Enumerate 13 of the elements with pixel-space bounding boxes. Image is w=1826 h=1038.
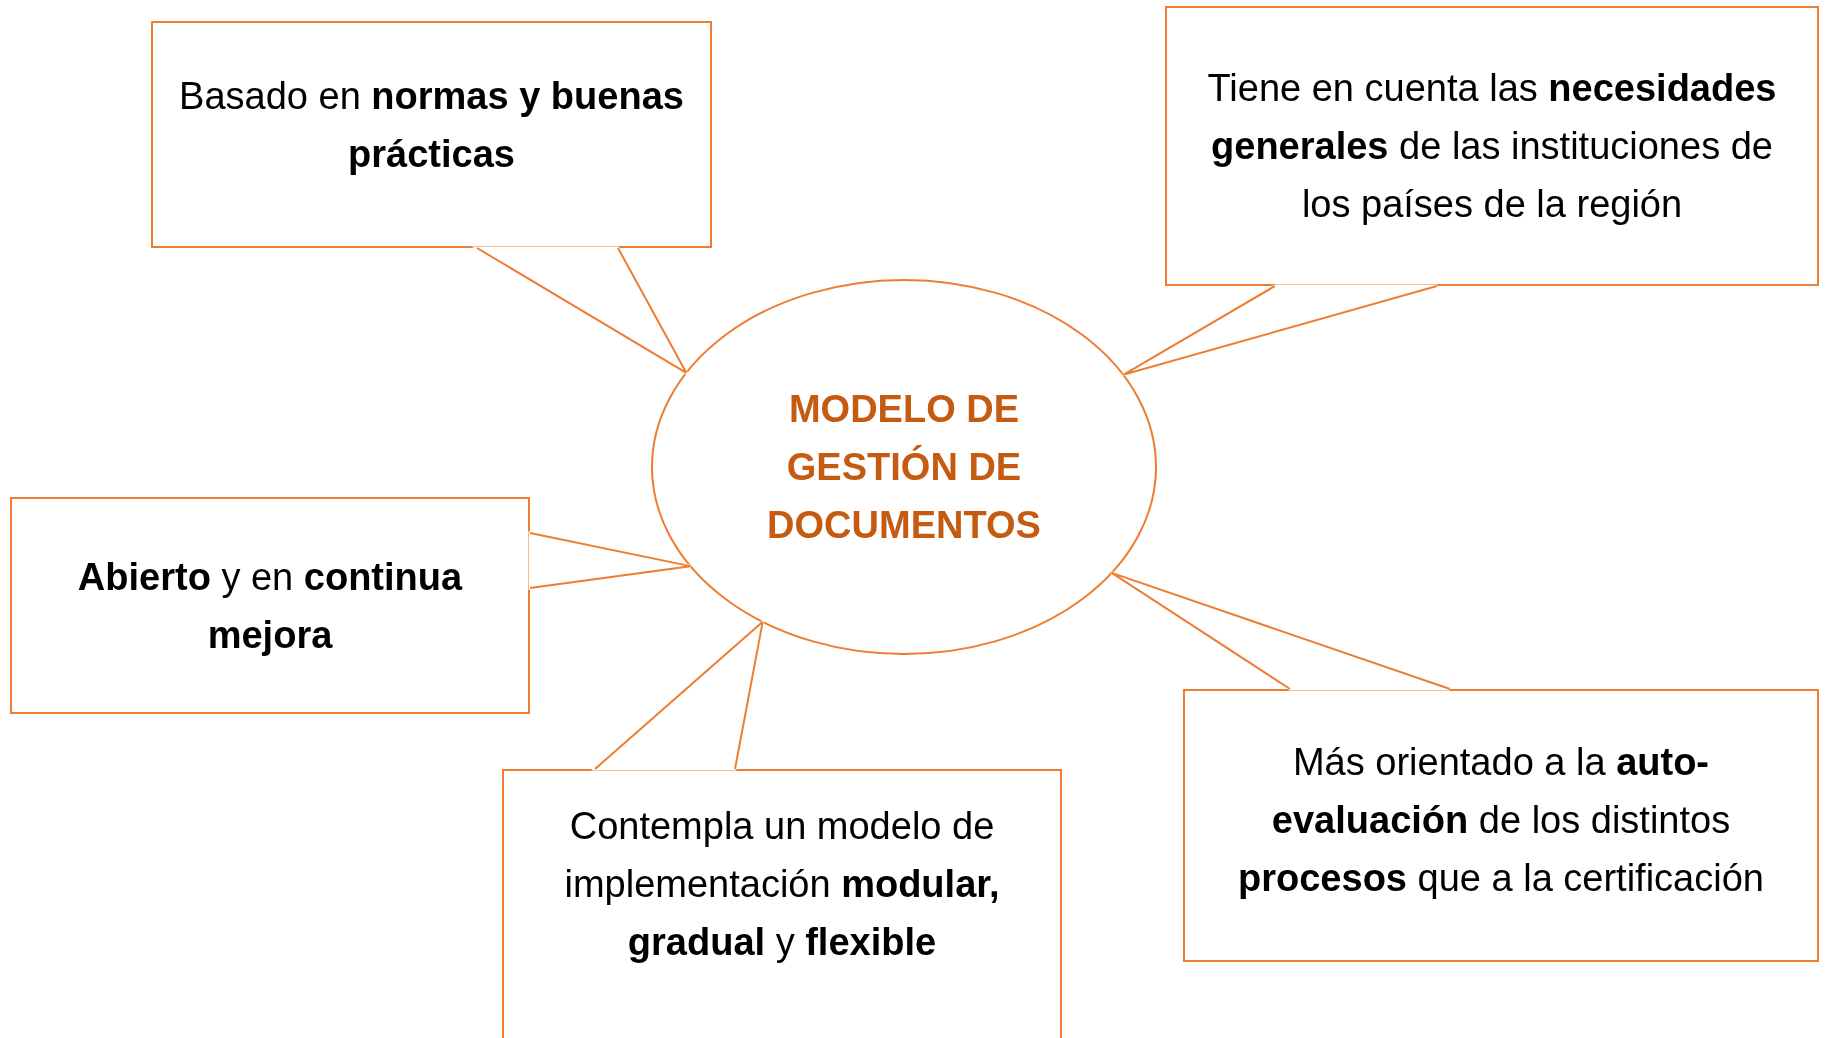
callout-text: Tiene en cuenta las necesidades generales de las instituciones de los países de la región bbox=[1206, 66, 1778, 227]
callout-pointer bbox=[1122, 285, 1438, 376]
callout-pointer bbox=[1110, 571, 1451, 690]
callout-text: Basado en normas y buenas prácticas bbox=[178, 73, 685, 177]
callout-text: Más orientado a la auto-evaluación de los distintos procesos que a la certificación bbox=[1237, 739, 1765, 901]
callout-text: Contempla un modelo de implementación modular, gradual y flexible bbox=[563, 804, 1001, 965]
center-title: MODELO DE GESTIÓN DE DOCUMENTOS bbox=[766, 387, 1042, 548]
callout-pointer bbox=[529, 532, 692, 589]
callout-pointer bbox=[476, 247, 688, 374]
callout-pointer bbox=[594, 620, 764, 770]
callout-text: Abierto y en continua mejora bbox=[76, 554, 464, 658]
center-ellipse bbox=[650, 278, 1158, 656]
callout-box bbox=[10, 497, 530, 714]
